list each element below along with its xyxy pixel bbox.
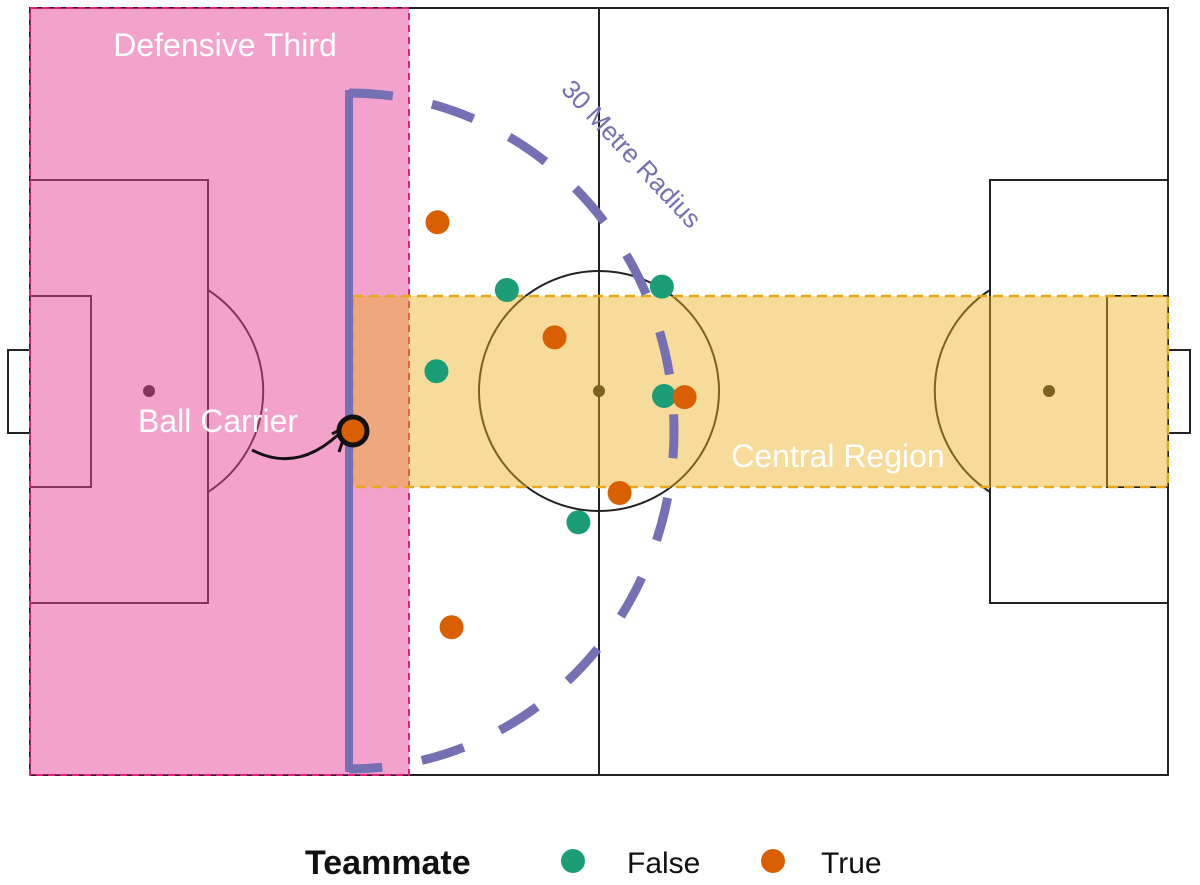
player-point-true [542,325,567,350]
ball-carrier-point [336,414,370,448]
radius-label: 30 Metre Radius [556,74,708,234]
player-point-false [424,359,449,384]
players-layer [336,210,697,640]
player-point-false [649,274,674,299]
player-point-true [425,210,450,235]
player-point-false [652,384,677,409]
legend-true-label: True [821,847,882,880]
player-point-true [607,481,632,506]
player-point-false [566,510,591,535]
legend-title: Teammate [305,844,471,882]
player-point-false [494,277,519,302]
defensive-third-label: Defensive Third [113,27,337,63]
central-region [351,294,1170,489]
right-goal [1167,349,1191,434]
radius-arc [348,88,679,774]
player-point-true [439,615,464,640]
central-region-label: Central Region [731,438,944,474]
player-point-true [672,385,697,410]
legend-false-label: False [627,847,700,880]
ball-carrier-arrow [251,426,347,461]
legend-false-marker [561,849,585,873]
centre-circle [478,270,720,512]
right-penalty-arc [933,289,991,493]
left-goal [7,349,31,434]
centre-spot [593,385,605,397]
legend: Teammate False True [305,844,882,882]
ball-carrier-label: Ball Carrier [138,403,298,439]
right-penalty-spot [1043,385,1055,397]
legend-true-marker [761,849,785,873]
